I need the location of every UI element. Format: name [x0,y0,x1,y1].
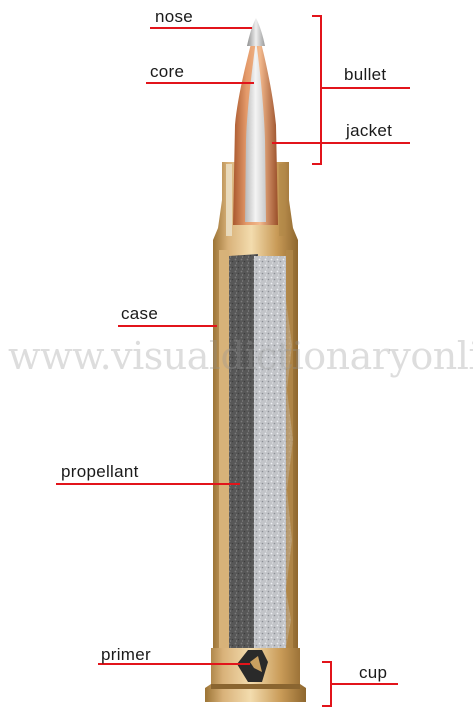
label-core: core [150,62,184,82]
propellant-dark-half [229,254,258,650]
extractor-groove [211,684,300,689]
cup-bracket [322,662,338,706]
label-case: case [121,304,158,324]
case-neck-inner-right [279,164,285,236]
case-neck-inner [226,164,232,236]
case-inner-wall-right [286,250,293,650]
label-jacket: jacket [346,121,392,141]
bullet-bracket [312,16,331,164]
label-primer: primer [101,645,151,665]
label-cup: cup [359,663,387,683]
watermark-text: www.visualdictionaryonline.com [8,334,473,378]
case-inner-wall-left [219,250,229,650]
label-nose: nose [155,7,193,27]
label-propellant: propellant [61,462,139,482]
label-bullet: bullet [344,65,386,85]
bullet-nose-tip [247,18,265,46]
